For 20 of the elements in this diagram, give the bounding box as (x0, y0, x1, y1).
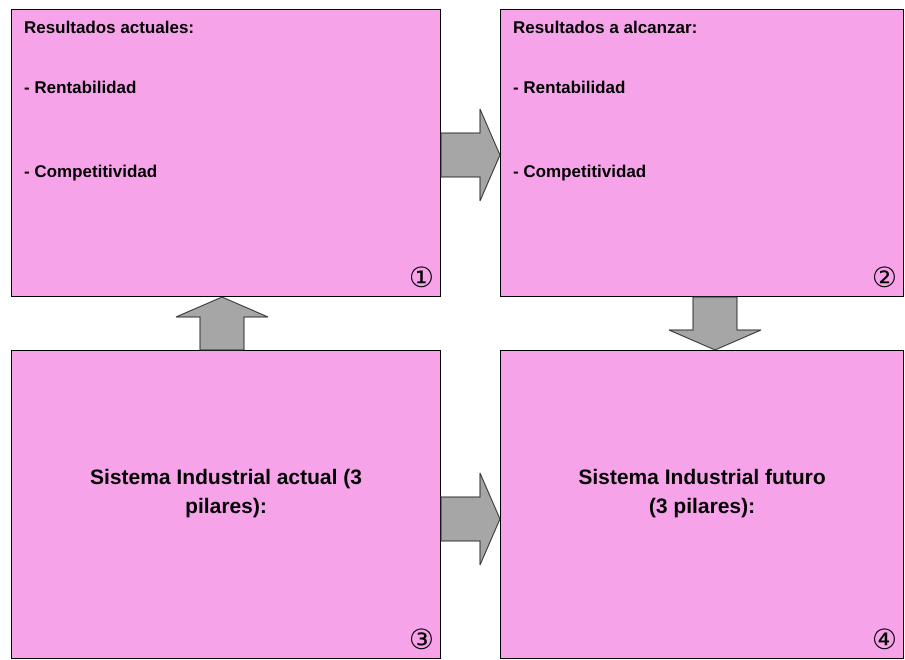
box-text: - Competitividad (24, 162, 158, 182)
block-arrow (176, 296, 268, 350)
box-heading: Resultados actuales: (24, 18, 194, 38)
box-text: Sistema Industrial futuro (3 pilares): (577, 465, 827, 520)
callout-number: ③ (408, 623, 434, 656)
box-text: - Rentabilidad (24, 78, 136, 98)
process-box (11, 350, 441, 659)
callout-number: ① (408, 261, 434, 294)
process-box (11, 9, 441, 297)
box-heading: Resultados a alcanzar: (513, 18, 698, 38)
block-arrow (668, 296, 762, 351)
callout-number: ② (872, 261, 897, 294)
block-arrow (440, 472, 501, 566)
box-text: - Rentabilidad (513, 78, 626, 98)
box-text: Sistema Industrial actual (3 pilares): (89, 465, 363, 520)
box-text: - Competitividad (513, 162, 646, 182)
callout-number: ④ (872, 623, 897, 656)
process-box (500, 9, 904, 297)
process-box (500, 350, 904, 659)
block-arrow (440, 108, 501, 202)
